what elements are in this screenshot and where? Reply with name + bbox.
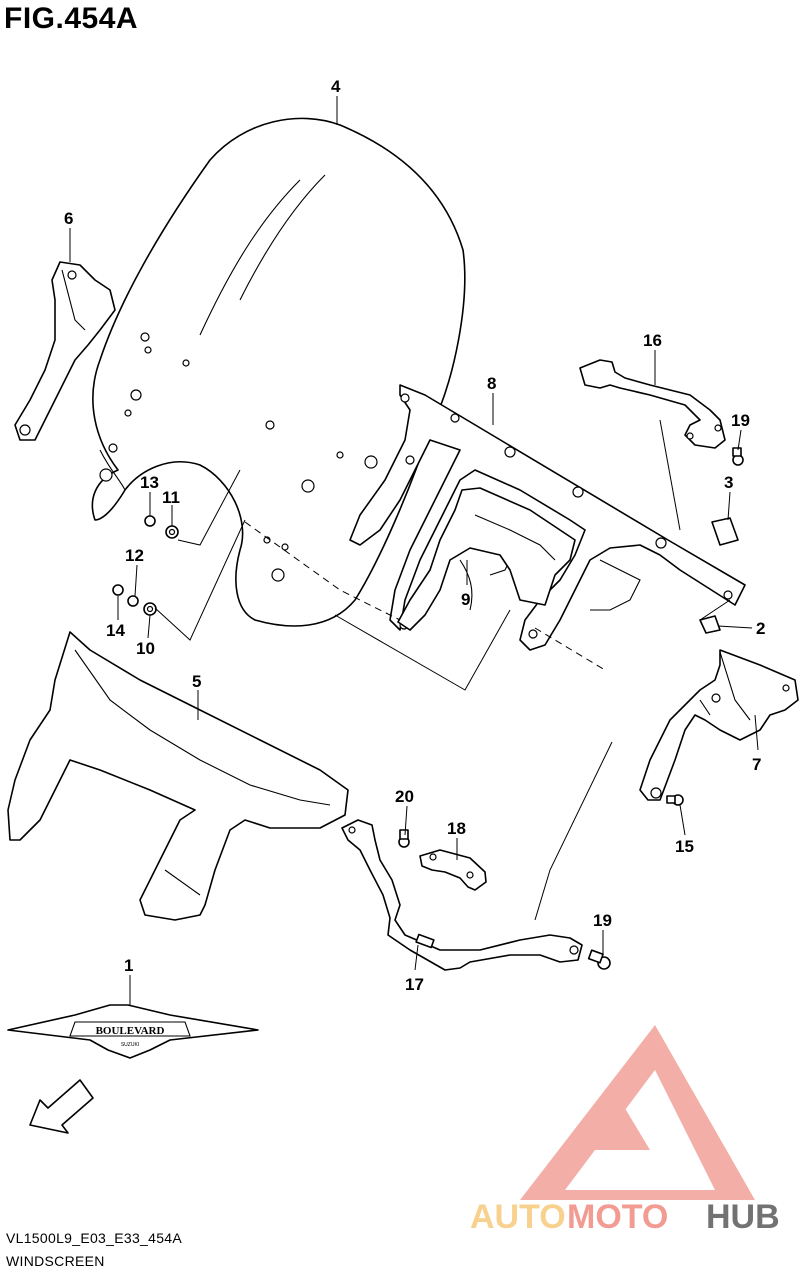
- part-4-windscreen: [91, 117, 466, 627]
- watermark-triangle-icon: [520, 1025, 755, 1200]
- watermark-moto: MOTO: [567, 1198, 668, 1236]
- part-14-screw: [112, 584, 124, 596]
- watermark-auto: AUTO: [470, 1198, 566, 1236]
- fwd-arrow-icon: FWD: [29, 1079, 94, 1134]
- watermark-inner-triangle-icon: [585, 1100, 650, 1150]
- part-11-nut: [165, 525, 179, 539]
- callout-3: 3: [724, 473, 733, 492]
- callout-15: 15: [675, 837, 694, 856]
- part-2-cushion: [699, 615, 721, 634]
- part-17-lower-stay: [341, 819, 583, 971]
- section-name: WINDSCREEN: [6, 1253, 105, 1269]
- part-20-bolt: [398, 829, 410, 848]
- emblem-text: BOULEVARD: [96, 1025, 165, 1037]
- callout-1: 1: [124, 956, 133, 975]
- callout-18: 18: [447, 819, 466, 838]
- callout-11: 11: [162, 488, 180, 507]
- callout-5: 5: [192, 672, 201, 691]
- part-19b-bolt: [587, 949, 611, 970]
- callout-6: 6: [64, 209, 73, 228]
- part-16-upper-stay: [579, 359, 726, 449]
- part-9-inner-bracket: [397, 487, 576, 631]
- callout-19a: 19: [731, 411, 750, 430]
- part-19a-bolt: [732, 447, 744, 466]
- callout-14: 14: [106, 621, 125, 640]
- part-18-clamp: [419, 849, 487, 891]
- callouts: 4 6 8 16 19 3 2 7 15 9 5 1 20 18 17 19 1…: [64, 77, 765, 994]
- callout-8: 8: [487, 374, 496, 393]
- callout-12: 12: [125, 546, 144, 565]
- part-10-nut: [143, 602, 157, 616]
- callout-9: 9: [461, 590, 470, 609]
- part-15-bolt: [666, 794, 684, 806]
- emblem-subtext: SUZUKI: [121, 1042, 139, 1048]
- figure-title: FIG.454A: [4, 2, 139, 35]
- callout-7: 7: [752, 755, 761, 774]
- callout-4: 4: [331, 77, 341, 96]
- callout-2: 2: [756, 619, 765, 638]
- diagram-code: VL1500L9_E03_E33_454A: [6, 1230, 183, 1246]
- part-7-right-bracket: [639, 649, 799, 801]
- callout-19b: 19: [593, 911, 612, 930]
- callout-16: 16: [643, 331, 662, 350]
- part-13-screw: [144, 515, 156, 527]
- part-1-emblem: BOULEVARD SUZUKI: [7, 1004, 259, 1059]
- assembly-lines: [154, 419, 731, 921]
- callout-10: 10: [136, 639, 155, 658]
- watermark-hub: HUB: [706, 1198, 780, 1236]
- callout-20: 20: [395, 787, 414, 806]
- callout-17: 17: [405, 975, 424, 994]
- callout-13: 13: [140, 473, 159, 492]
- callout-leaders: [69, 96, 759, 1005]
- part-3-cushion: [711, 517, 739, 546]
- part-6-left-bracket: [14, 261, 116, 441]
- watermark-logo: AUTO MOTO HUB: [470, 1025, 780, 1236]
- part-5-lower-cowl: [7, 631, 349, 921]
- part-12-washer: [127, 595, 139, 607]
